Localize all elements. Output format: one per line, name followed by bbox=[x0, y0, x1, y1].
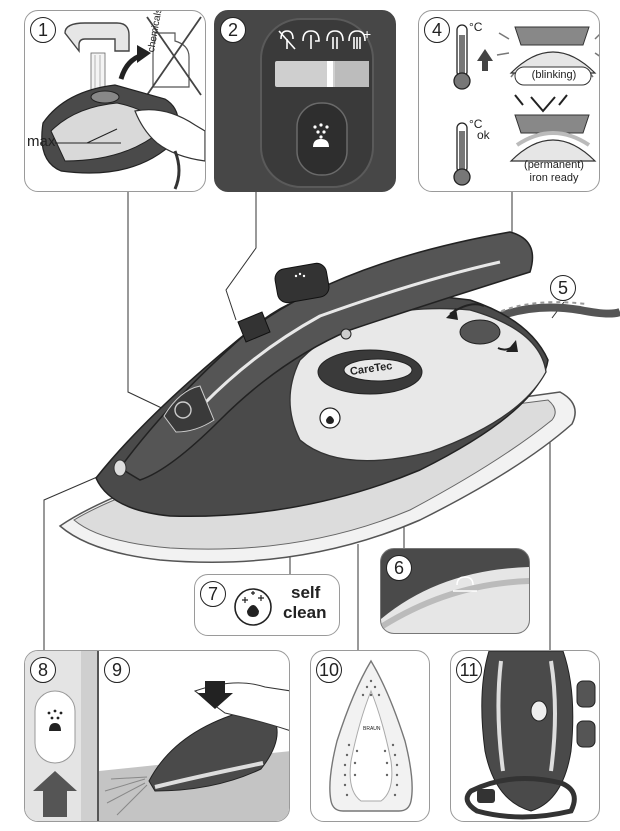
press-arrow-icon bbox=[33, 771, 77, 817]
self-clean-line1: self bbox=[291, 583, 321, 602]
panel-soleplate: BRAUN bbox=[310, 650, 430, 822]
step-number-8: 8 bbox=[30, 657, 56, 683]
spray-nozzle bbox=[113, 459, 127, 477]
light-symbol-icon bbox=[453, 576, 477, 592]
storage-illustration bbox=[464, 651, 596, 820]
light-detail-storage bbox=[530, 700, 548, 722]
down-arrow-icon bbox=[530, 96, 556, 113]
panel-steam-shot bbox=[24, 650, 290, 822]
iron-steam-shot bbox=[148, 710, 278, 792]
steam-jet-lines bbox=[104, 776, 148, 816]
max-label: max bbox=[27, 133, 56, 150]
up-arrow-icon bbox=[477, 49, 493, 71]
max-steam-icon bbox=[348, 30, 366, 49]
panel-steam-selector: + bbox=[214, 10, 396, 192]
cord-line bbox=[173, 150, 181, 190]
tap-icon bbox=[64, 22, 130, 54]
steam-trigger-button bbox=[237, 311, 271, 343]
step-number-9: 9 bbox=[104, 657, 130, 683]
step-number-7: 7 bbox=[200, 581, 226, 607]
steam-burst-icon-detail bbox=[47, 709, 63, 731]
panel-fill-water: max chemicals bbox=[24, 10, 206, 192]
fill-water-illustration bbox=[41, 16, 205, 190]
unit-hot-label: °C bbox=[469, 20, 483, 34]
wrapped-cord bbox=[464, 776, 577, 820]
steam-holes bbox=[343, 679, 399, 797]
water-tank bbox=[289, 307, 547, 462]
temperature-light-illustration bbox=[453, 24, 599, 186]
thermometer-hot-icon bbox=[453, 24, 471, 90]
iron-ready-label: iron ready bbox=[529, 172, 579, 184]
steam-selector-illustration bbox=[260, 18, 374, 188]
panel-temperature-light: °C °C ok (blinking) (permanent) iron rea… bbox=[418, 10, 600, 192]
panel-light-detail bbox=[380, 548, 530, 634]
step-number-1: 1 bbox=[30, 17, 56, 43]
permanent-label: (permanent) bbox=[524, 159, 584, 171]
low-steam-icon bbox=[302, 30, 320, 49]
soleplate-illustration bbox=[329, 659, 413, 812]
steam-shot-illustration bbox=[25, 651, 289, 821]
thermometer-ok-icon bbox=[453, 122, 471, 186]
soleplate-brand: BRAUN bbox=[363, 726, 381, 732]
steam-burst-button bbox=[296, 102, 348, 176]
step-number-11: 11 bbox=[456, 657, 482, 683]
medium-steam-icon bbox=[326, 30, 344, 49]
panel-storage bbox=[450, 650, 600, 822]
water-fill-lid bbox=[163, 385, 215, 433]
chemicals-bottle-icon bbox=[146, 16, 202, 96]
cord-socket bbox=[459, 319, 501, 345]
iron-upright bbox=[481, 651, 574, 812]
light-detail-illustration bbox=[381, 567, 529, 633]
no-steam-icon bbox=[278, 30, 296, 50]
plug-icon bbox=[477, 789, 495, 803]
step-number-6: 6 bbox=[386, 555, 412, 581]
max-steam-plus: + bbox=[363, 26, 372, 42]
step-number-5: 5 bbox=[550, 275, 576, 301]
down-press-arrow-icon bbox=[197, 681, 233, 709]
ok-label: ok bbox=[477, 128, 490, 142]
steam-slider-marker bbox=[327, 61, 333, 87]
steam-burst-icon bbox=[313, 123, 329, 147]
steam-slider-control bbox=[274, 262, 330, 304]
step-number-10: 10 bbox=[316, 657, 342, 683]
blinking-label: (blinking) bbox=[531, 69, 577, 81]
step-number-2: 2 bbox=[220, 17, 246, 43]
hand-drawing bbox=[134, 109, 205, 162]
self-clean-line2: clean bbox=[283, 603, 327, 622]
self-clean-illustration bbox=[234, 588, 272, 626]
unit-ok-label: °C bbox=[469, 117, 483, 131]
step-number-4: 4 bbox=[424, 17, 450, 43]
temperature-light bbox=[340, 328, 352, 340]
